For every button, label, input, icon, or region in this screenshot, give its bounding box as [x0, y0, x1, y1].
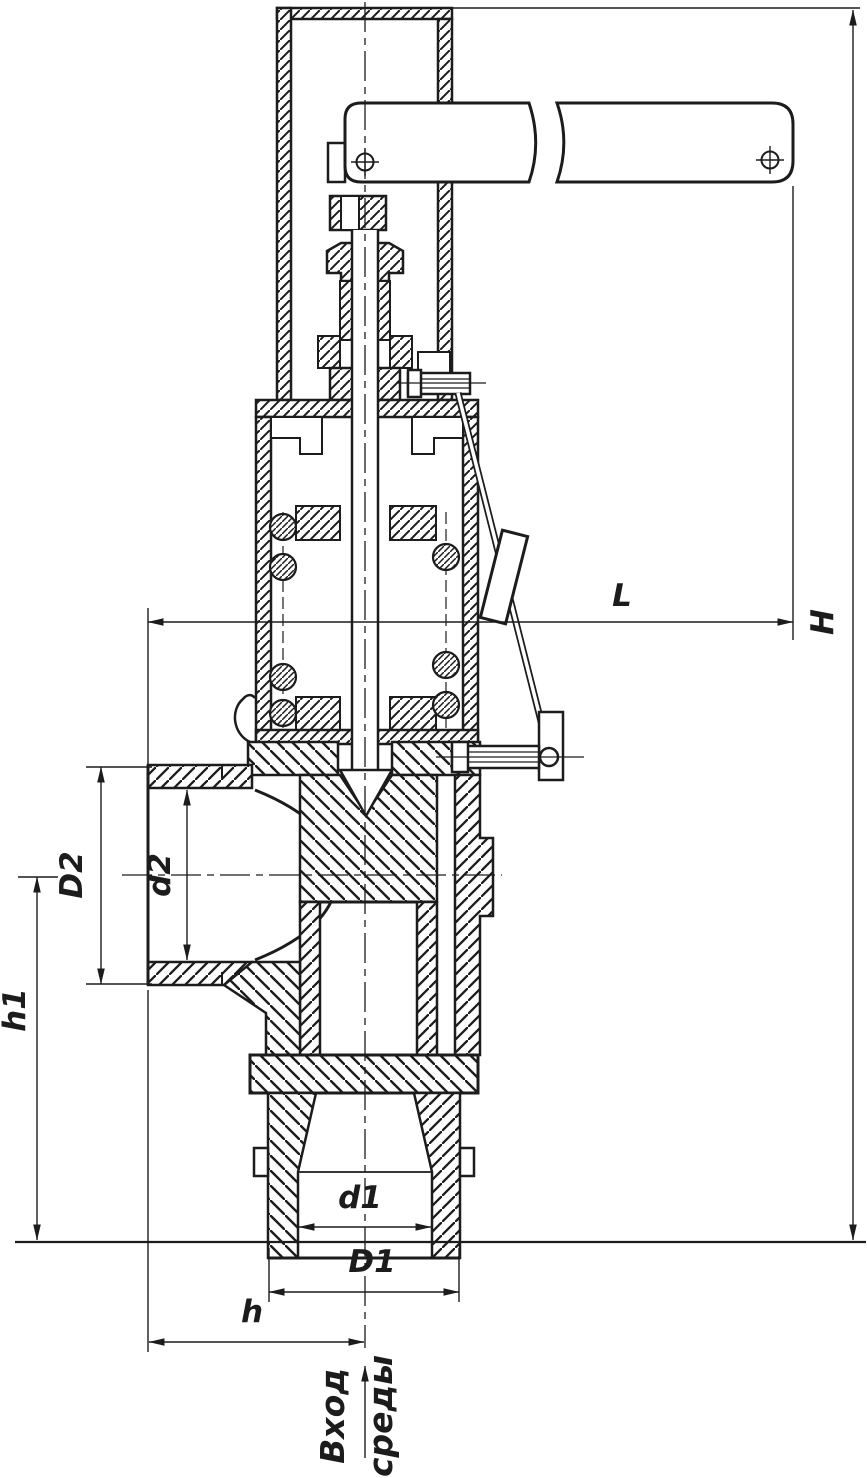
lever-segment-1 [343, 101, 538, 184]
clevis-bracket [417, 351, 451, 374]
dimension-labels: L H D2 d2 h1 d1 D1 h Вход среды [0, 578, 841, 1477]
dim-label-D1: D1 [348, 1244, 395, 1280]
dim-label-h1: h1 [0, 988, 33, 1032]
inlet-union [248, 1053, 480, 1095]
dimension-lines [15, 7, 866, 1458]
rod-bottom-bracket [537, 710, 565, 782]
lever-fork [326, 141, 347, 184]
dim-label-d2: d2 [142, 853, 178, 897]
spring-plate-lower [295, 696, 341, 731]
dim-label-L: L [612, 578, 632, 614]
spring-coils [268, 512, 461, 728]
spring-bonnet [254, 398, 480, 746]
valve-cone [337, 768, 395, 819]
lever-segment-2 [554, 101, 795, 184]
dim-label-h: h [241, 1294, 263, 1330]
lever-rod-linkage [406, 351, 565, 782]
inlet-pipe [252, 1091, 476, 1260]
dim-label-H: H [805, 609, 841, 635]
body-flange [246, 740, 340, 777]
inlet-note-line2: среды [361, 1355, 400, 1477]
spring-plate-upper [295, 505, 341, 541]
lever-pivot-right [756, 146, 784, 174]
dim-label-D2: D2 [54, 851, 90, 898]
inlet-note-line1: Вход [313, 1368, 352, 1464]
dim-label-d1: d1 [338, 1180, 382, 1216]
